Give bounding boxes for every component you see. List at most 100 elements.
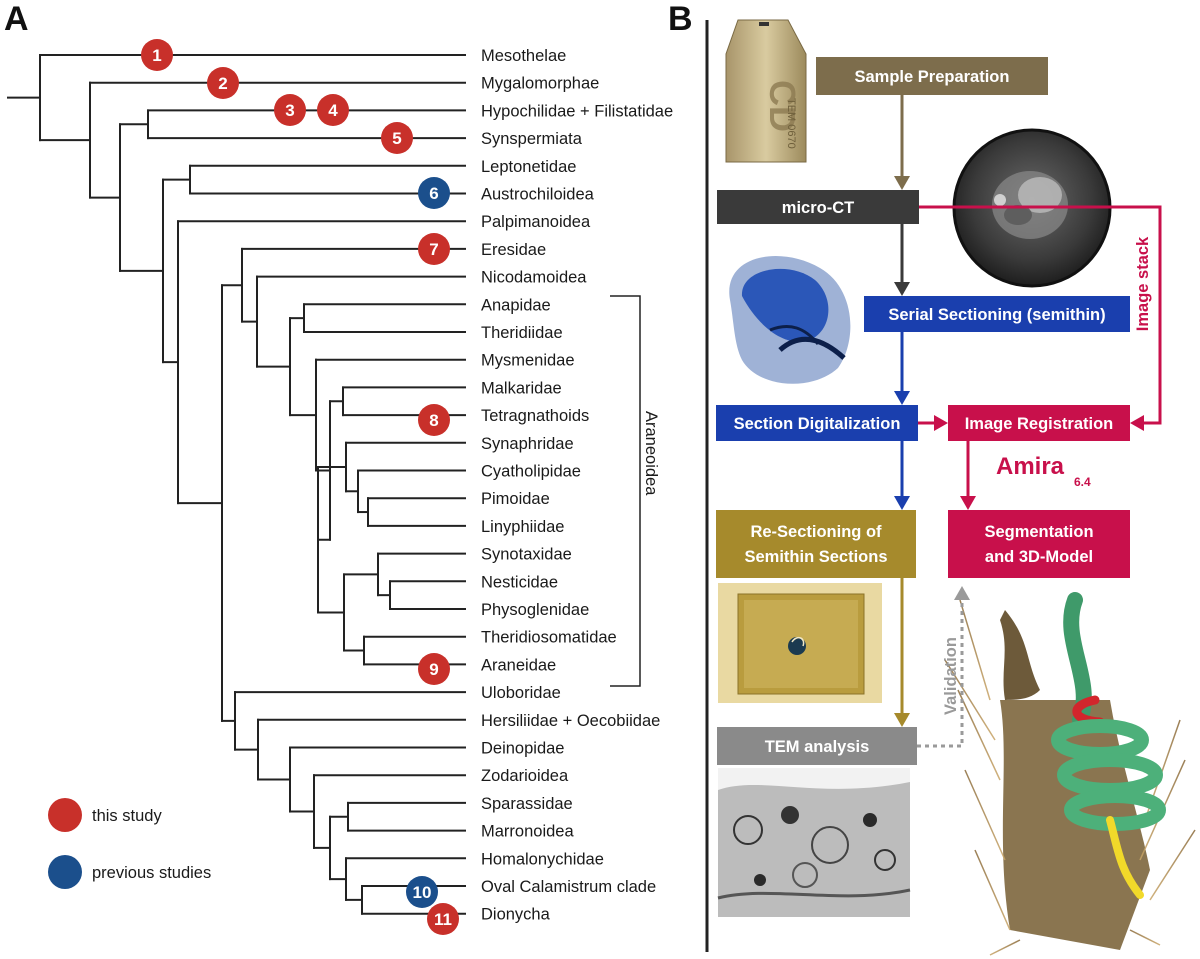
taxon-label: Palpimanoidea (481, 213, 591, 231)
taxon-label: Leptonetidae (481, 158, 576, 176)
taxon-label: Oval Calamistrum clade (481, 878, 656, 896)
taxon-label: Synotaxidae (481, 546, 572, 564)
taxon-label: Homalonychidae (481, 850, 604, 868)
taxon-label: Physoglenidae (481, 601, 589, 619)
validation-label: Validation (942, 637, 960, 715)
taxon-label: Austrochiloidea (481, 186, 595, 204)
svg-text:Segmentation: Segmentation (984, 523, 1093, 541)
panel-b-label: B (668, 0, 693, 38)
micro-ct-box: micro-CT (717, 190, 919, 224)
legend-this-study-dot (48, 798, 82, 832)
node-marker-2: 2 (207, 67, 239, 99)
svg-text:5: 5 (392, 129, 401, 148)
phylogenetic-tree (7, 54, 466, 915)
svg-text:1: 1 (152, 46, 161, 65)
semithin-section-image (729, 256, 851, 384)
svg-text:6: 6 (429, 184, 438, 203)
svg-text:9: 9 (429, 660, 438, 679)
taxon-label: Theridiidae (481, 324, 563, 342)
taxon-label: Nicodamoidea (481, 269, 587, 287)
svg-text:Image Registration: Image Registration (965, 415, 1114, 433)
taxon-label: Marronoidea (481, 823, 574, 841)
node-marker-8: 8 (418, 404, 450, 436)
taxon-label: Malkaridae (481, 379, 562, 397)
serial-sectioning-box: Serial Sectioning (semithin) (864, 296, 1130, 332)
svg-text:Re-Sectioning of: Re-Sectioning of (750, 523, 882, 541)
taxon-label: Tetragnathoids (481, 407, 589, 425)
taxon-label: Anapidae (481, 296, 551, 314)
tem-analysis-box: TEM analysis (717, 727, 917, 765)
node-marker-6: 6 (418, 177, 450, 209)
araneoidea-label: Araneoidea (642, 411, 660, 496)
taxon-label: Mysmenidae (481, 352, 575, 370)
svg-text:6.4: 6.4 (1074, 475, 1091, 489)
svg-text:8: 8 (429, 411, 438, 430)
svg-text:3: 3 (285, 101, 294, 120)
taxon-label: Hersiliidae + Oecobiidae (481, 712, 660, 730)
image-stack-label: Image stack (1130, 220, 1154, 350)
capsule-text: TEM 0670 (785, 98, 797, 149)
svg-text:Section Digitalization: Section Digitalization (734, 415, 901, 433)
svg-text:2: 2 (218, 74, 227, 93)
taxon-label: Hypochilidae + Filistatidae (481, 102, 673, 120)
taxon-label: Eresidae (481, 241, 546, 259)
node-marker-4: 4 (317, 94, 349, 126)
svg-text:Semithin Sections: Semithin Sections (744, 548, 887, 566)
legend-previous-label: previous studies (92, 864, 211, 882)
svg-text:Sample Preparation: Sample Preparation (855, 68, 1010, 86)
node-marker-7: 7 (418, 233, 450, 265)
svg-text:and 3D-Model: and 3D-Model (985, 548, 1093, 566)
legend-previous-dot (48, 855, 82, 889)
node-marker-9: 9 (418, 653, 450, 685)
taxon-label: Sparassidae (481, 795, 573, 813)
taxon-label: Synaphridae (481, 435, 574, 453)
taxon-label: Uloboridae (481, 684, 561, 702)
taxon-label: Theridiosomatidae (481, 629, 617, 647)
resin-block-photo (718, 583, 882, 703)
taxon-label: Deinopidae (481, 740, 564, 758)
sample-preparation-box: Sample Preparation (816, 57, 1048, 95)
node-marker-11: 11 (427, 903, 459, 935)
node-marker-10: 10 (406, 876, 438, 908)
flow-arrows (894, 95, 1162, 748)
taxon-label: Zodarioidea (481, 767, 569, 785)
node-marker-1: 1 (141, 39, 173, 71)
tem-micrograph (717, 768, 911, 917)
3d-model-render (944, 592, 1196, 956)
node-marker-5: 5 (381, 122, 413, 154)
svg-text:CD: CD (762, 80, 803, 132)
araneoidea-bracket (610, 295, 641, 687)
resectioning-box: Re-Sectioning of Semithin Sections (716, 510, 916, 578)
svg-text:TEM analysis: TEM analysis (765, 738, 870, 756)
taxon-label: Nesticidae (481, 573, 558, 591)
taxon-label: Linyphiidae (481, 518, 564, 536)
taxon-label: Araneidae (481, 656, 556, 674)
svg-text:Amira: Amira (996, 453, 1065, 480)
segmentation-box: Segmentation and 3D-Model (948, 510, 1130, 578)
panel-a-label: A (4, 0, 29, 38)
node-marker-3: 3 (274, 94, 306, 126)
svg-text:7: 7 (429, 240, 438, 259)
image-registration-box: Image Registration (948, 405, 1130, 441)
svg-text:micro-CT: micro-CT (782, 199, 854, 217)
svg-text:4: 4 (328, 101, 338, 120)
svg-text:Serial Sectioning (semithin): Serial Sectioning (semithin) (888, 306, 1105, 324)
taxon-label: Dionycha (481, 906, 551, 924)
taxon-label: Cyatholipidae (481, 463, 581, 481)
svg-text:11: 11 (434, 910, 452, 929)
section-digitalization-box: Section Digitalization (716, 405, 918, 441)
svg-text:Image stack: Image stack (1134, 236, 1152, 331)
taxon-label: Mygalomorphae (481, 75, 599, 93)
capsule-photo: CD TEM 0670 (725, 19, 807, 163)
taxon-label: Mesothelae (481, 47, 566, 65)
svg-text:Validation: Validation (942, 637, 960, 715)
taxon-label: Synspermiata (481, 130, 583, 148)
legend-this-study-label: this study (92, 807, 162, 825)
taxon-label: Pimoidae (481, 490, 550, 508)
svg-text:10: 10 (413, 883, 432, 902)
legend: this study previous studies (48, 798, 211, 889)
amira-logo: Amira 6.4 (996, 453, 1091, 489)
